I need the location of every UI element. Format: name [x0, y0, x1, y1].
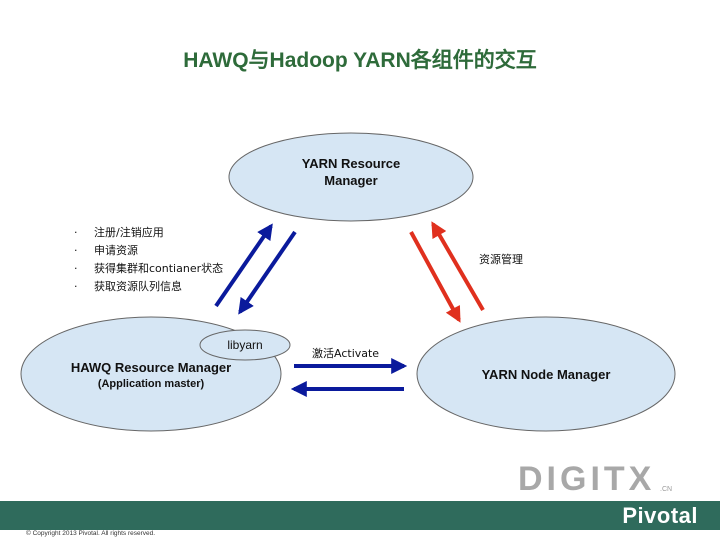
copyright-text: © Copyright 2013 Pivotal. All rights res… — [26, 530, 156, 537]
yarn-rm-line2: Manager — [324, 173, 378, 188]
watermark-suffix: .CN — [660, 486, 673, 493]
yarn-resource-manager-label: YARN Resource Manager — [251, 155, 451, 189]
activate-label: 激活Activate — [312, 347, 380, 360]
list-item: ·获得集群和contianer状态 — [74, 262, 224, 275]
libyarn-node — [199, 329, 291, 361]
slide-title: HAWQ与Hadoop YARN各组件的交互 — [183, 49, 537, 72]
yarn-node-manager-node — [416, 316, 676, 432]
arrow-yarn-rm-to-node-manager — [409, 231, 461, 323]
list-item: ·获取资源队列信息 — [74, 280, 182, 293]
hawq-rm-line1: HAWQ Resource Manager — [70, 360, 232, 375]
yarn-node-manager-label: YARN Node Manager — [481, 367, 611, 382]
libyarn-label: libyarn — [227, 338, 263, 352]
arrow-hawq-to-yarn-rm — [214, 223, 273, 308]
list-item: ·注册/注销应用 — [74, 226, 164, 239]
yarn-resource-manager-node — [228, 132, 474, 222]
arrow-yarn-rm-to-hawq — [238, 230, 297, 315]
arrow-node-manager-to-yarn-rm — [431, 221, 485, 312]
hawq-resource-manager-label: HAWQ Resource Manager (Application maste… — [51, 359, 251, 393]
footer-bar — [0, 501, 720, 530]
resource-management-label: 资源管理 — [479, 253, 523, 266]
yarn-rm-line1: YARN Resource — [301, 156, 401, 171]
hawq-yarn-operations-list: ·注册/注销应用 ·申请资源 ·获得集群和contianer状态 ·获取资源队列… — [74, 224, 223, 296]
list-item: ·申请资源 — [74, 244, 138, 257]
hawq-rm-line2: (Application master) — [97, 378, 205, 390]
pivotal-logo: Pivotal — [622, 503, 698, 528]
watermark-logo: DIGITX — [518, 460, 656, 498]
